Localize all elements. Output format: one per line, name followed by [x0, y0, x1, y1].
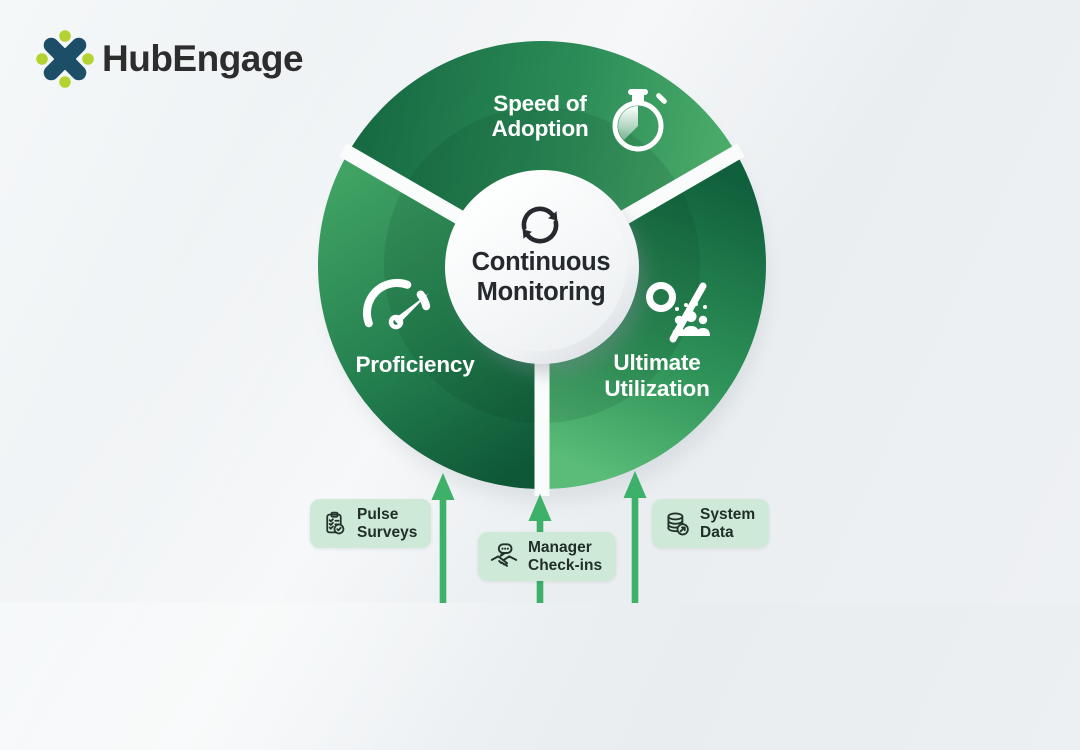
chip-label: Manager Check-ins	[528, 539, 602, 574]
arrow-pulse-surveys	[431, 473, 455, 603]
arrow-system-data	[623, 471, 647, 603]
chip-label-line2: Surveys	[357, 523, 418, 541]
chip-label-line1: Pulse	[357, 506, 399, 523]
center-circle	[453, 177, 627, 351]
brand-name: HubEngage	[102, 38, 304, 79]
segment-label-speed-line1: Speed of	[493, 91, 587, 116]
chip-label-line2: Check-ins	[528, 556, 603, 574]
gauge-icon	[362, 278, 431, 330]
chip-pulse-surveys: Pulse Surveys	[310, 499, 432, 548]
chip-manager-check-ins: Manager Check-ins	[478, 532, 617, 581]
clipboard-checklist-icon	[326, 511, 345, 535]
segment-label-proficiency: Proficiency	[355, 352, 475, 377]
handshake-chat-icon	[490, 542, 518, 567]
chip-label-line1: Manager	[528, 539, 592, 556]
chip-label: System Data	[700, 506, 755, 541]
hubengage-logo-icon	[36, 30, 94, 88]
chip-system-data: System Data	[652, 499, 770, 548]
center-label-line2: Monitoring	[477, 278, 606, 306]
stopwatch-icon	[612, 89, 667, 152]
segment-label-ultimate-line2: Utilization	[604, 376, 709, 401]
refresh-cycle-icon	[521, 206, 559, 244]
continuous-monitoring-diagram: Continuous Monitoring Speed of Adoption …	[317, 40, 768, 603]
chip-label-line2: Data	[700, 523, 734, 541]
segment-label-ultimate-line1: Ultimate	[613, 350, 700, 375]
center-label-line1: Continuous	[472, 248, 611, 276]
chip-label: Pulse Surveys	[357, 506, 417, 541]
chip-label-line1: System	[700, 506, 756, 523]
database-trend-icon	[667, 512, 689, 535]
brand-logo: HubEngage	[36, 30, 304, 88]
segment-label-speed-line2: Adoption	[491, 116, 588, 141]
percent-people-icon	[646, 282, 710, 343]
